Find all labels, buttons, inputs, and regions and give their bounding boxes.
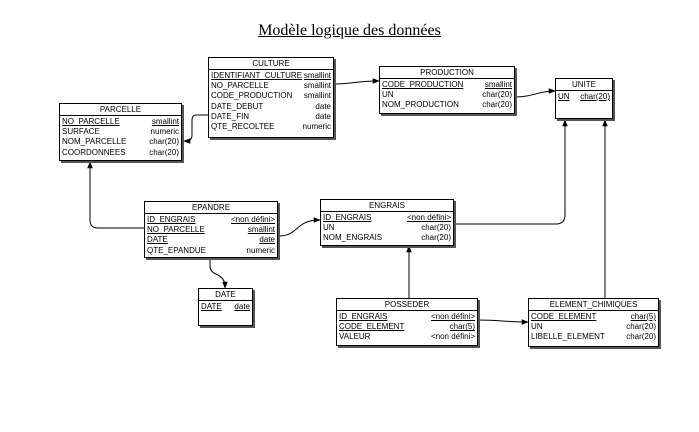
entity-name: EPANDRE — [145, 202, 277, 214]
link-epandre-engrais — [277, 217, 321, 237]
link-posseder-element — [477, 319, 529, 325]
link-culture-parcelle — [183, 114, 209, 144]
entity-name: ENGRAIS — [321, 200, 453, 212]
entity-name: POSSEDER — [337, 299, 477, 311]
entity-name: DATE — [199, 289, 252, 301]
attribute-row: VALEUR<non défini> — [339, 332, 475, 342]
attribute-row: ID_ENGRAIS<non défini> — [323, 213, 451, 222]
link-epandre-date — [209, 258, 228, 289]
entity-name: ELEMENT_CHIMIQUES — [529, 299, 658, 311]
link-production-unite — [514, 88, 556, 98]
link-culture-production — [333, 78, 380, 85]
link-engrais-unite — [454, 119, 568, 225]
entity-epandre[interactable]: EPANDRE ID_ENGRAIS<non défini> NO_PARCEL… — [144, 201, 278, 258]
entity-name: UNITE — [556, 79, 612, 91]
entity-name: CULTURE — [209, 58, 333, 70]
attribute-row: ID_ENGRAIS<non défini> — [147, 215, 275, 224]
entity-name: PARCELLE — [60, 104, 181, 116]
entity-posseder[interactable]: POSSEDER ID_ENGRAIS<non défini> CODE_ELE… — [336, 298, 478, 346]
link-epandre-parcelle — [87, 161, 144, 229]
entity-name: PRODUCTION — [380, 67, 514, 79]
attribute-row: ID_ENGRAIS<non défini> — [339, 312, 475, 321]
diagram-title: Modèle logique des données — [258, 22, 441, 39]
